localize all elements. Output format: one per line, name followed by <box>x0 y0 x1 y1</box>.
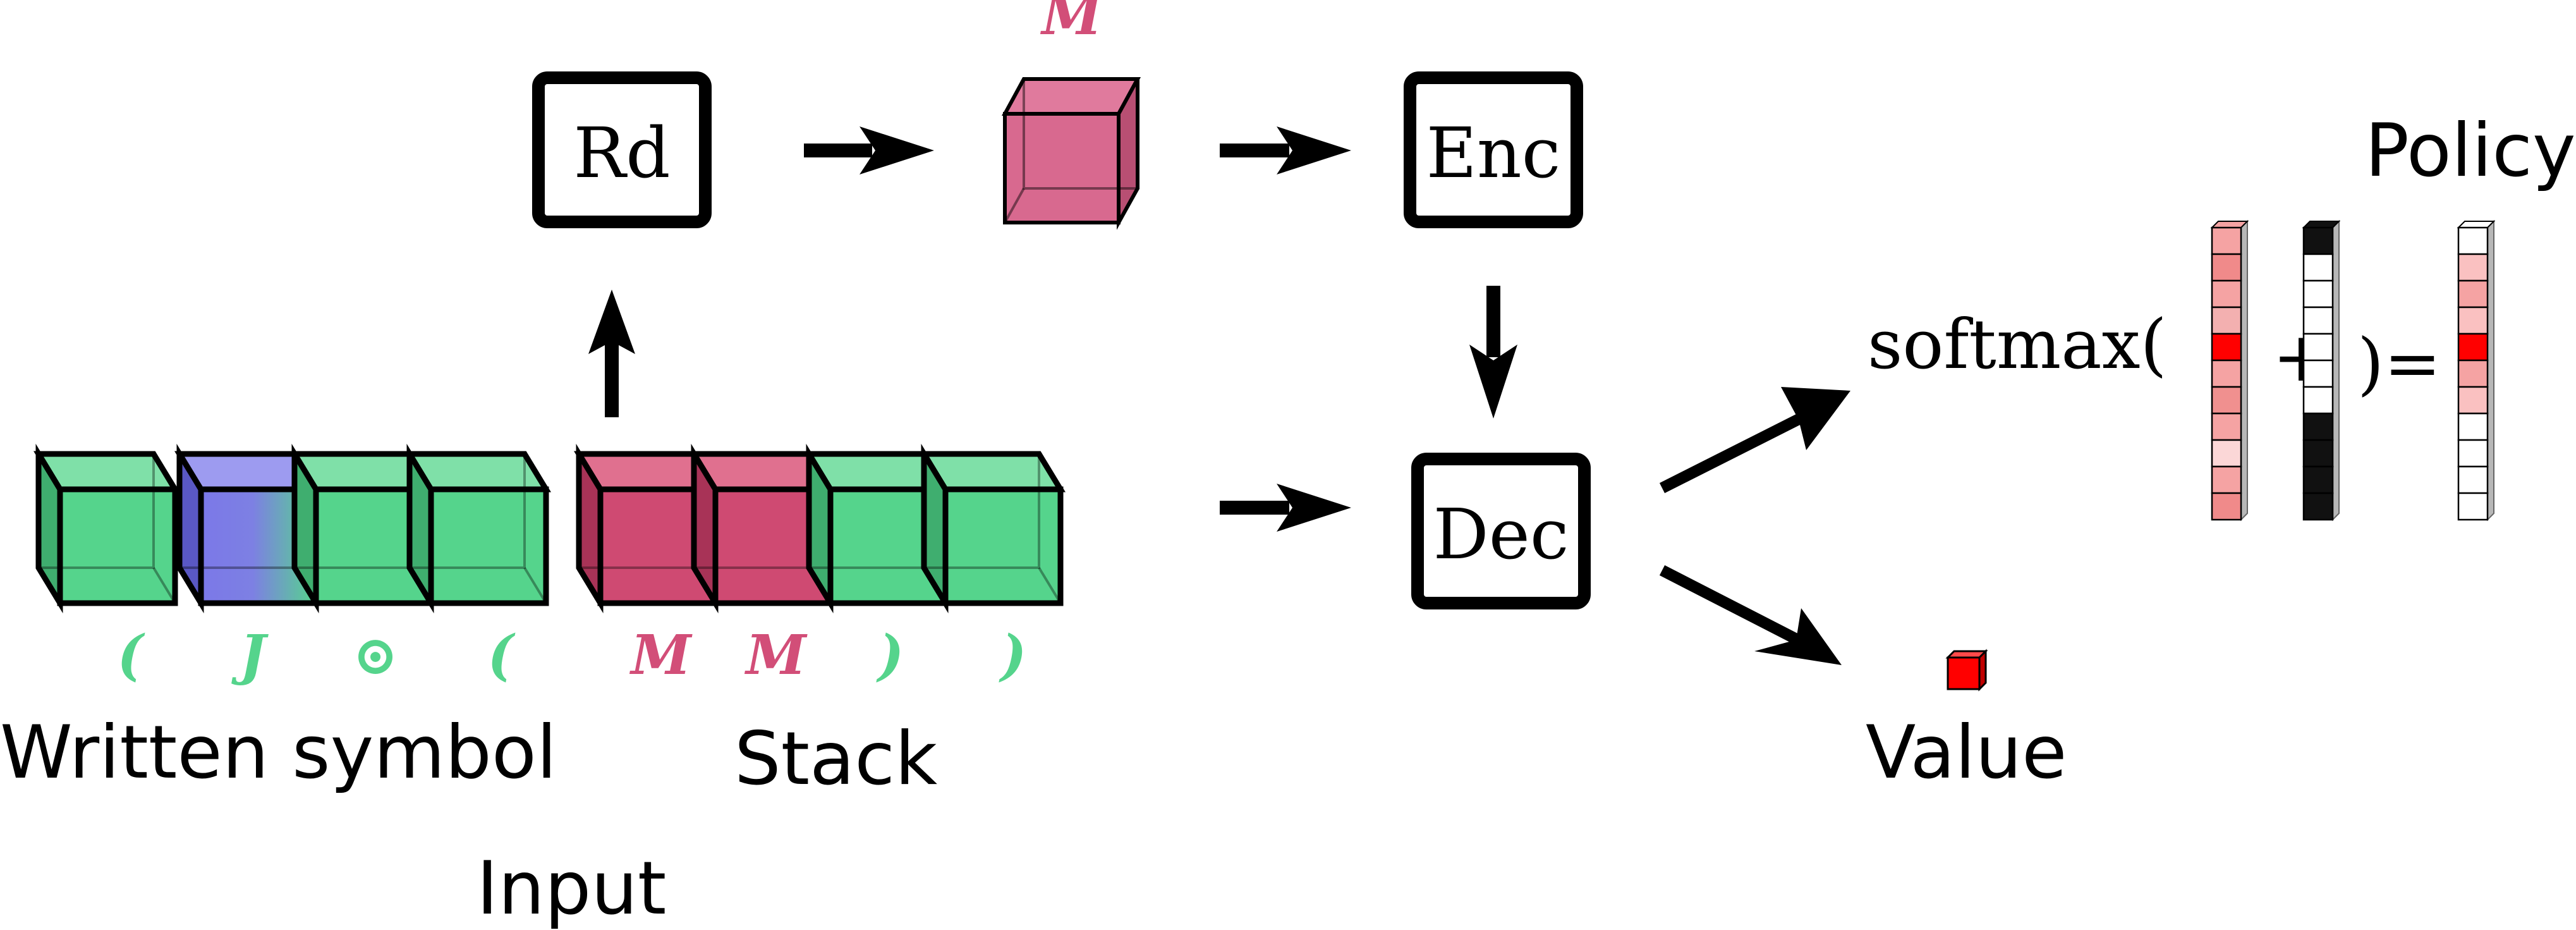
vector-cell <box>2211 465 2242 494</box>
vector-cell <box>2302 492 2334 521</box>
stack-symbol-4: ) <box>999 623 1027 687</box>
vector-cell <box>2302 306 2334 335</box>
vector-cell <box>2211 492 2242 521</box>
vector-cell <box>2211 253 2242 282</box>
input-sequence <box>33 443 1066 614</box>
vector-cell <box>2457 465 2489 494</box>
arrow-input-to-read <box>588 290 635 417</box>
mask-vector <box>2302 219 2341 522</box>
vector-cell <box>2211 386 2242 415</box>
written-symbol-1: ( <box>118 623 145 687</box>
arrow-decoder-to-value <box>1659 565 1842 665</box>
written-symbol-caption: Written symbol <box>0 710 557 795</box>
read-module-label: Rd <box>573 113 670 193</box>
input-caption: Input <box>477 846 666 930</box>
input-cube <box>289 443 436 614</box>
vector-cell <box>2211 359 2242 388</box>
vector-cell <box>2457 386 2489 415</box>
vector-cell <box>2457 226 2489 255</box>
vector-cell <box>2211 412 2242 441</box>
vector-cell <box>2457 279 2489 309</box>
vector-cell <box>2302 359 2334 388</box>
vector-cell <box>2457 253 2489 282</box>
vector-cell <box>2302 412 2334 441</box>
vector-cell <box>2302 226 2334 255</box>
policy-vector <box>2457 219 2496 522</box>
stack-symbol-labels: M M ) ) <box>629 623 1026 687</box>
logits-vector <box>2210 219 2249 522</box>
vector-cell <box>2457 439 2489 468</box>
read-module: Rd <box>532 71 712 228</box>
written-symbol-2: J <box>231 623 269 687</box>
vector-cell <box>2302 333 2334 362</box>
stack-symbol-2: M <box>744 623 808 687</box>
vector-cell <box>2211 333 2242 362</box>
arrows <box>588 126 1850 665</box>
arrow-input-to-decoder <box>1220 484 1351 532</box>
softmax-label: softmax( <box>1868 305 2167 384</box>
value-caption: Value <box>1866 710 2067 795</box>
input-cube <box>919 443 1066 614</box>
written-symbol-4: ( <box>488 623 516 687</box>
vector-cell <box>2457 412 2489 441</box>
stack-symbol-1: M <box>629 623 693 687</box>
stack-symbol-3: ) <box>876 623 904 687</box>
vector-cell <box>2302 253 2334 282</box>
vector-cell <box>2211 439 2242 468</box>
close-equals: )= <box>2357 324 2441 403</box>
memory-cube: M <box>1001 0 1141 230</box>
written-symbol-3: ⊙ <box>353 623 398 687</box>
memory-label: M <box>1040 0 1103 47</box>
arrow-encoder-to-decoder <box>1469 286 1517 419</box>
vector-cell <box>2457 492 2489 521</box>
arrow-decoder-to-policy <box>1659 387 1850 494</box>
vector-cell <box>2211 226 2242 255</box>
vector-cell <box>2302 465 2334 494</box>
vector-cell <box>2457 306 2489 335</box>
vector-cell <box>2302 386 2334 415</box>
policy-caption: Policy <box>2365 108 2576 193</box>
stack-caption: Stack <box>734 716 937 802</box>
arrow-memory-to-encoder <box>1220 126 1351 174</box>
vector-cell <box>2457 359 2489 388</box>
written-symbol-labels: ( J ⊙ ( <box>118 623 516 687</box>
encoder-module: Enc <box>1404 71 1583 228</box>
vector-cell <box>2211 306 2242 335</box>
vector-cell <box>2302 439 2334 468</box>
input-cube <box>33 443 180 614</box>
vector-cell <box>2457 333 2489 362</box>
value-cube <box>1945 649 1988 692</box>
vector-cell <box>2211 279 2242 309</box>
arrow-read-to-memory <box>804 126 934 174</box>
decoder-module: Dec <box>1411 453 1591 609</box>
encoder-module-label: Enc <box>1426 113 1561 193</box>
vector-cell <box>2302 279 2334 309</box>
decoder-module-label: Dec <box>1433 494 1569 575</box>
input-cube <box>404 443 551 614</box>
